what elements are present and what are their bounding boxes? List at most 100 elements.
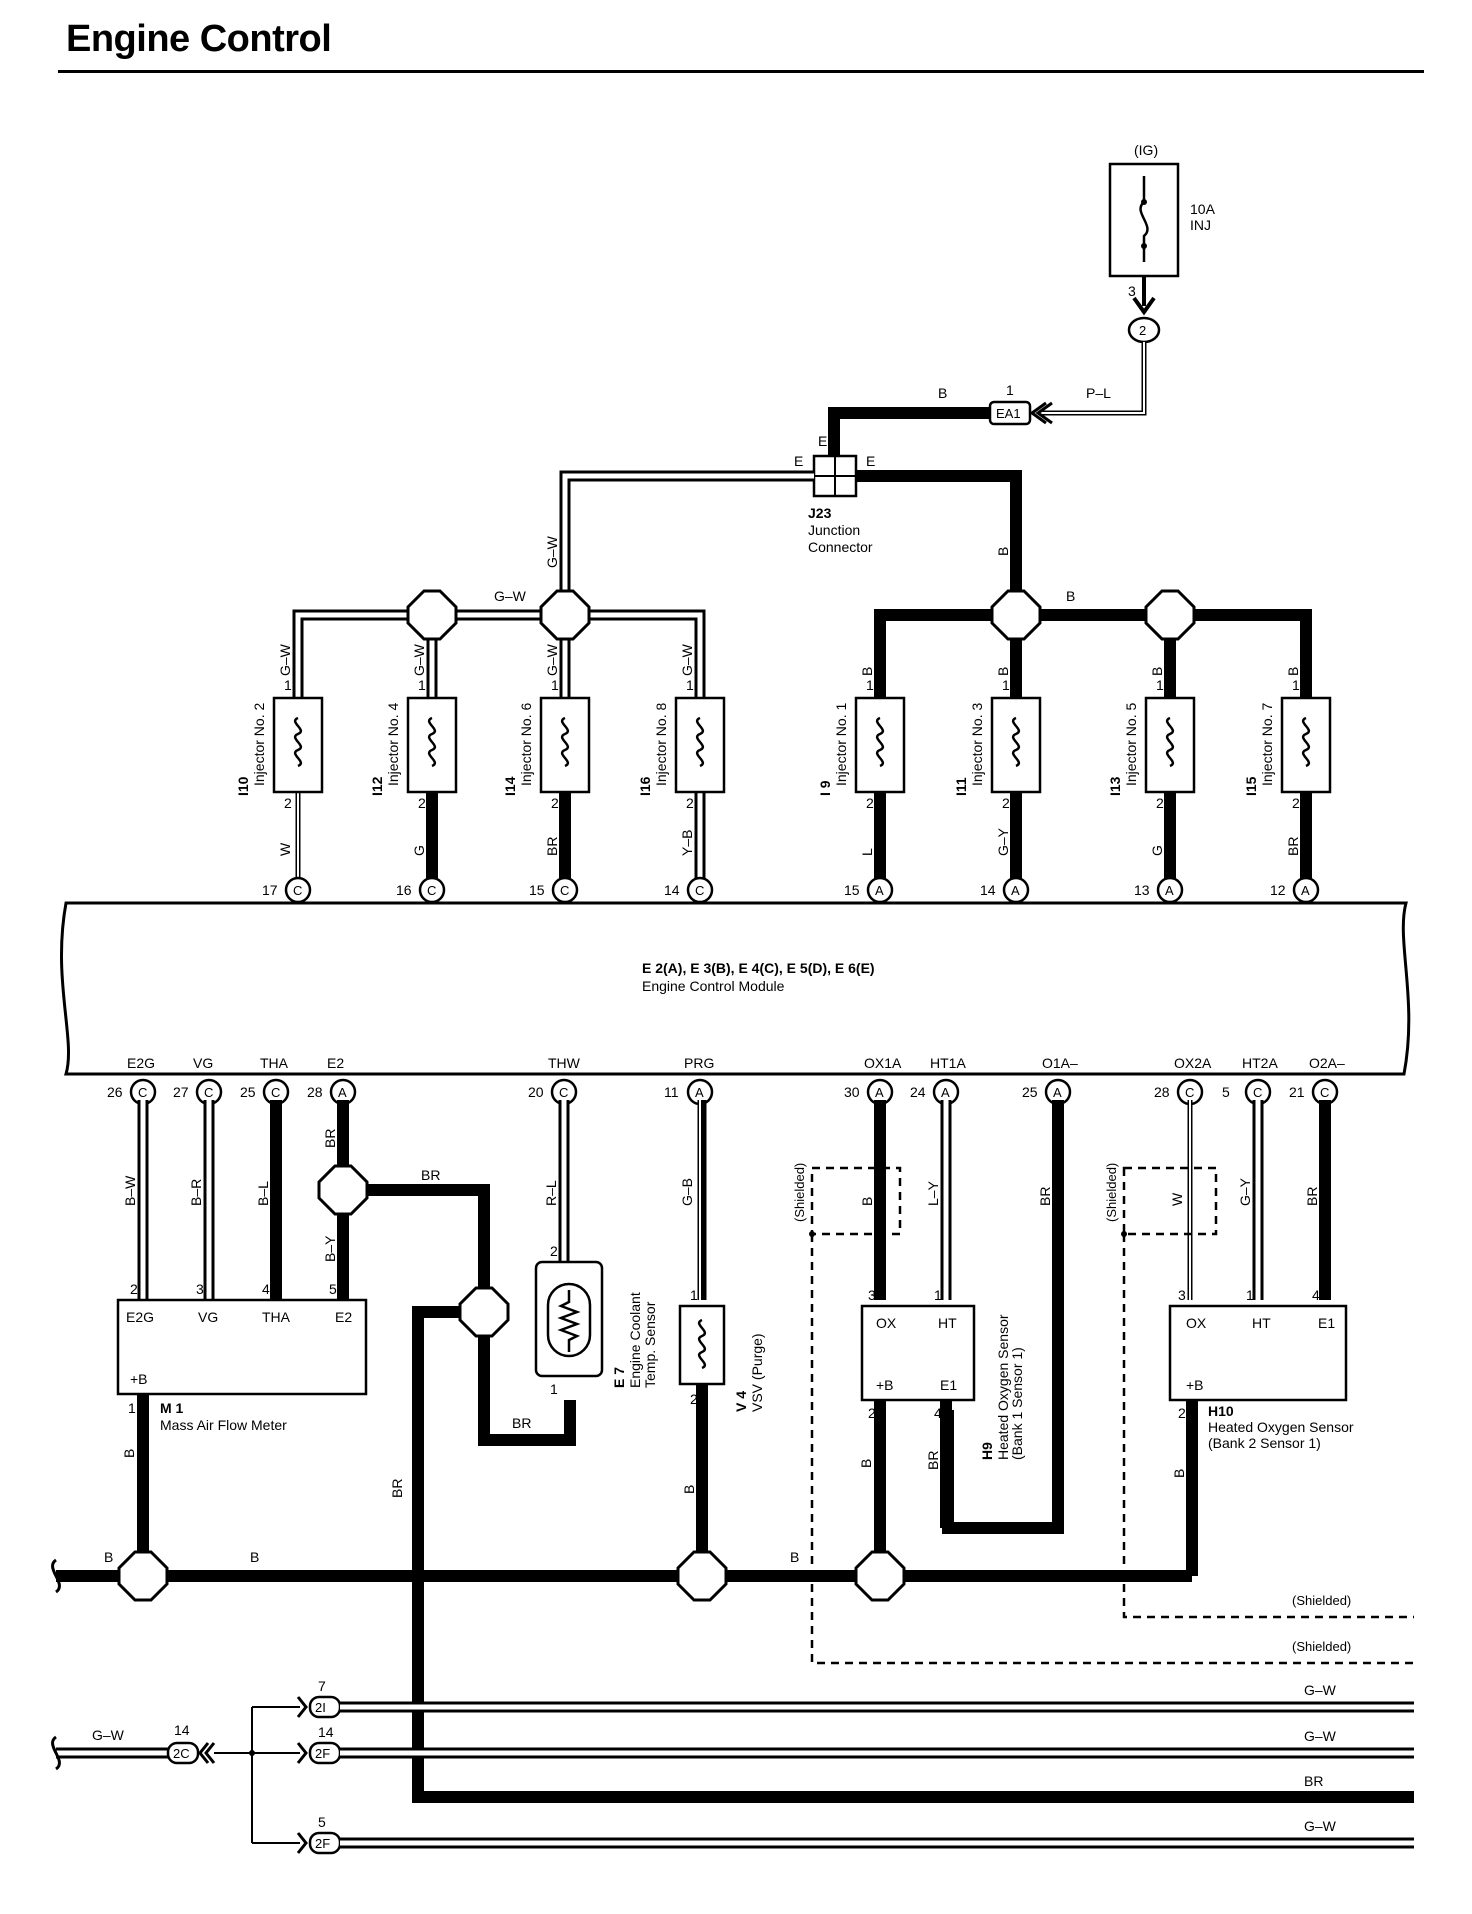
bottom-br-wire: BR <box>1304 1773 1323 1789</box>
h10-box <box>1168 1304 1348 1402</box>
h9-pb: +B <box>876 1377 894 1393</box>
fuse-connector-label: 2 <box>1139 323 1146 338</box>
ecm-tha-wire: B–L <box>255 1181 271 1206</box>
conn-2c-label: 2C <box>173 1746 190 1761</box>
injector-2-coil-icon <box>427 716 437 768</box>
injector-5-top-wire: B <box>859 667 875 676</box>
shield-h10-row-label: (Shielded) <box>1292 1593 1351 1608</box>
ecm-body <box>60 901 1411 1076</box>
ecm-o1a-pin: 25 <box>1022 1084 1038 1100</box>
h9-sub: (Bank 1 Sensor 1) <box>1009 1347 1025 1460</box>
ecm-tha-conn-label: C <box>271 1085 280 1100</box>
bottom-row-1-pin: 7 <box>318 1678 326 1694</box>
injector-3-coil-icon <box>560 716 570 768</box>
injector-3-pin2: 2 <box>551 795 559 811</box>
ecm-thw-conn-label: C <box>559 1085 568 1100</box>
ecm-vg-pin: 27 <box>173 1084 189 1100</box>
ecm-tha-label: THA <box>260 1055 289 1071</box>
ecm-connectors: E 2(A), E 3(B), E 4(C), E 5(D), E 6(E) <box>642 960 875 976</box>
maf-num-2: 3 <box>196 1281 204 1297</box>
h9-id: H9 <box>979 1442 995 1460</box>
injector-8-name: Injector No. 7 <box>1259 703 1275 786</box>
ecm-o1a-conn-label: A <box>1053 1085 1062 1100</box>
h9-ht: HT <box>938 1315 957 1331</box>
injector-3-body <box>539 696 591 794</box>
injector-5-coil-icon <box>875 716 885 768</box>
ecm-ht2a-pin: 5 <box>1222 1084 1230 1100</box>
shield-h9-box <box>810 1166 902 1236</box>
bottom-row-1-conn-label: 2I <box>315 1700 326 1715</box>
bottom-row-2-conn-label: 2F <box>315 1746 330 1761</box>
injector-8-bottom-wire-label: BR <box>1285 837 1301 856</box>
ecm-ht1a-label: HT1A <box>930 1055 966 1071</box>
e7-pin-bot: 1 <box>550 1381 558 1397</box>
ground-splice-1 <box>117 1550 169 1602</box>
ecm-thw-label: THW <box>548 1055 581 1071</box>
ecm-ht2a-wire: G–Y <box>1237 1177 1253 1206</box>
injector-8-pin1: 1 <box>1292 677 1300 693</box>
ground-wire-3: B <box>790 1549 799 1565</box>
injector-4-pin1: 1 <box>686 677 694 693</box>
maf-pin-vg: VG <box>198 1309 218 1325</box>
h9-box <box>860 1304 976 1402</box>
ecm-thw-pin: 20 <box>528 1084 544 1100</box>
j23-pin-right: E <box>866 453 875 469</box>
injector-5-ecm-pin: 15 <box>844 882 860 898</box>
injector-6-coil-icon <box>1011 716 1021 768</box>
bus-left-wire: G–W <box>494 588 527 604</box>
ecm-ox2a-wire: W <box>1169 1192 1185 1206</box>
injector-3-ecm-pin: 15 <box>529 882 545 898</box>
thermistor-icon <box>557 1290 581 1352</box>
injector-2-pin2: 2 <box>418 795 426 811</box>
injector-6-ecm-pin: 14 <box>980 882 996 898</box>
h10-pin-ht: 1 <box>1246 1287 1254 1303</box>
shield-h9-line <box>810 1234 1414 1665</box>
fuse-pin: 3 <box>1128 283 1136 299</box>
injector-1-body <box>272 696 324 794</box>
maf-b-wire: B <box>121 1449 137 1458</box>
injector-3-top-wire: G–W <box>544 643 560 676</box>
injector-7-coil-icon <box>1165 716 1175 768</box>
ecm-ht1a-wire: L–Y <box>925 1180 941 1206</box>
injector-8-pin2: 2 <box>1292 795 1300 811</box>
injector-8-ecm-pin: 12 <box>1270 882 1286 898</box>
bottom-row-4-pin: 5 <box>318 1814 326 1830</box>
ecm-e2g-conn-label: C <box>138 1085 147 1100</box>
ecm-bottom-pins: E2GC26B–WVGC27B–RTHAC25B–LE2A28BRTHWC20R… <box>107 1055 1345 1206</box>
injector-7-body <box>1144 696 1196 794</box>
ecm-ox2a-conn-label: C <box>1185 1085 1194 1100</box>
ecm-prg-conn-label: A <box>695 1085 704 1100</box>
j23-name2: Connector <box>808 539 873 555</box>
conn-2c <box>166 1741 200 1765</box>
h9-pin-pb: 2 <box>868 1405 876 1421</box>
injector-1-conn-label: C <box>293 883 302 898</box>
splice-e2 <box>317 1164 369 1216</box>
injector-3-bottom-wire-label: BR <box>544 837 560 856</box>
h10-pin-ox: 3 <box>1178 1287 1186 1303</box>
injector-6-top-wire: B <box>995 667 1011 676</box>
bottom-row-4-wire-label: G–W <box>1304 1818 1337 1834</box>
ecm-vg-conn-label: C <box>204 1085 213 1100</box>
ecm-ht2a-conn-label: C <box>1253 1085 1262 1100</box>
injector-2-body <box>406 696 458 794</box>
injector-7-id: I13 <box>1107 776 1123 796</box>
h10-name: Heated Oxygen Sensor <box>1208 1419 1354 1435</box>
h10-ox: OX <box>1186 1315 1207 1331</box>
v4-pin-top: 1 <box>690 1287 698 1303</box>
ecm-ox1a-label: OX1A <box>864 1055 902 1071</box>
injector-3-name: Injector No. 6 <box>518 703 534 786</box>
splice-right-1 <box>990 589 1042 641</box>
h9-pb-wire: B <box>858 1459 874 1468</box>
maf-id: M 1 <box>160 1400 184 1416</box>
j23-name1: Junction <box>808 522 860 538</box>
ecm-ox1a-conn-label: A <box>875 1085 884 1100</box>
j23-id: J23 <box>808 505 832 521</box>
ecm-tha-pin: 25 <box>240 1084 256 1100</box>
maf-num-1: 2 <box>130 1281 138 1297</box>
ecm-o2a-wire: BR <box>1304 1187 1320 1206</box>
injector-8-body <box>1280 696 1332 794</box>
injector-4-id: I16 <box>637 776 653 796</box>
solenoid-icon <box>697 1318 707 1370</box>
maf-name: Mass Air Flow Meter <box>160 1417 287 1433</box>
injector-1-pin1: 1 <box>284 677 292 693</box>
